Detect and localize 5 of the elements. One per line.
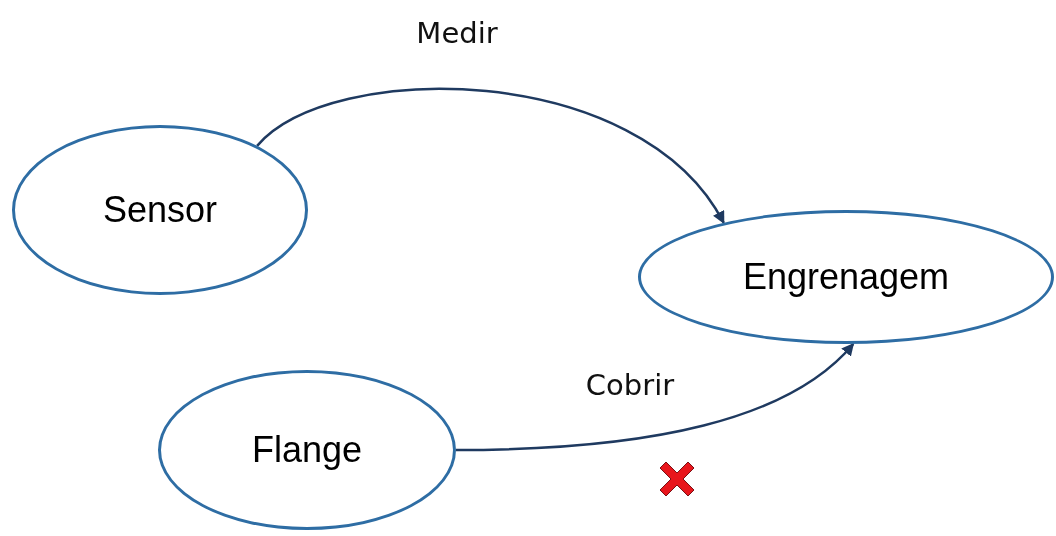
arrow [456, 343, 855, 452]
node-label: Sensor [102, 189, 218, 231]
node-label: Engrenagem [742, 256, 950, 298]
arrow [256, 87, 725, 224]
node-label: Flange [251, 429, 363, 471]
